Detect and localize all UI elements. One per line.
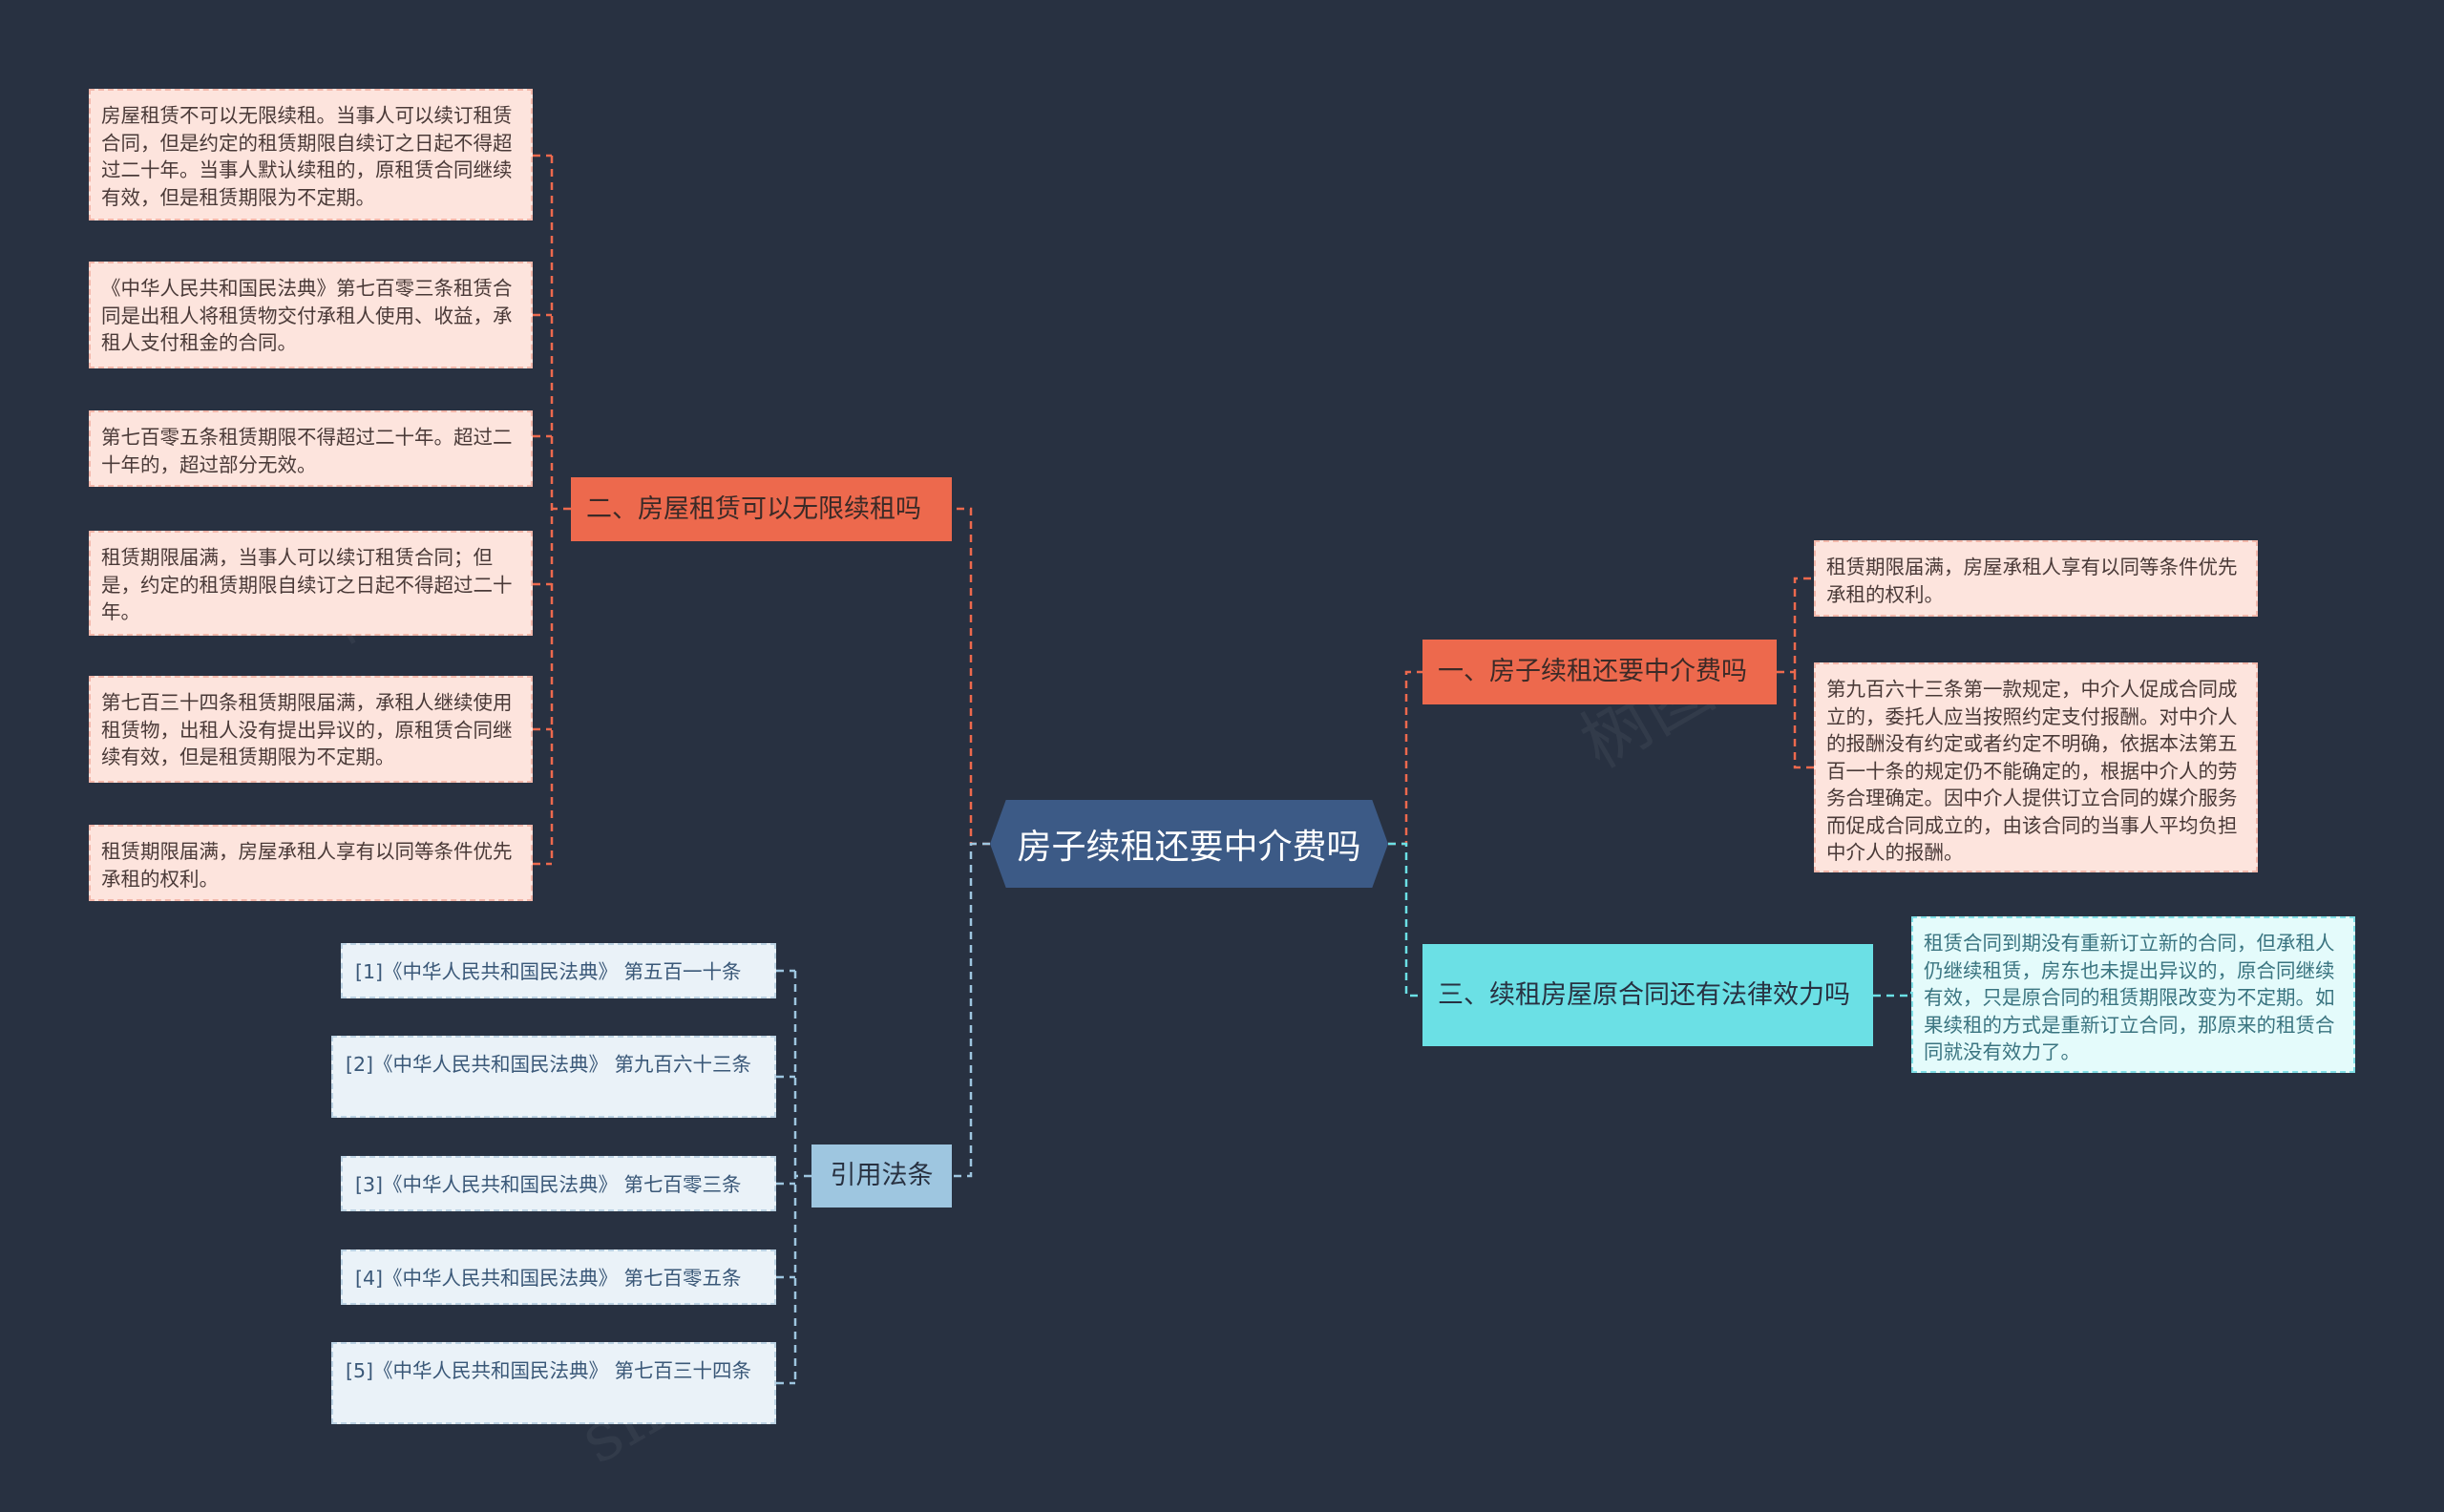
- connector-root-b1: [1388, 670, 1422, 846]
- b2-leaf-1[interactable]: 房屋租赁不可以无限续租。当事人可以续订租赁合同，但是约定的租赁期限自续订之日起不…: [89, 89, 533, 220]
- root-topic[interactable]: 房子续租还要中介费吗: [990, 800, 1388, 888]
- leaf-text: 第九百六十三条第一款规定，中介人促成合同成立的，委托人应当按照约定支付报酬。对中…: [1826, 678, 2238, 864]
- branch-topic-2[interactable]: 二、房屋租赁可以无限续租吗: [571, 477, 952, 541]
- connector-root-b3: [1388, 842, 1422, 998]
- connector-b2: [533, 154, 571, 866]
- leaf-text: 房屋租赁不可以无限续租。当事人可以续订租赁合同，但是约定的租赁期限自续订之日起不…: [101, 104, 513, 209]
- branch-topic-3[interactable]: 三、续租房屋原合同还有法律效力吗: [1422, 944, 1873, 1046]
- leaf-text: 租赁期限届满，当事人可以续订租赁合同；但是，约定的租赁期限自续订之日起不得超过二…: [101, 546, 513, 623]
- leaf-text: 租赁期限届满，房屋承租人享有以同等条件优先承租的权利。: [1826, 556, 2238, 606]
- branch-topic-4-label: 引用法条: [830, 1161, 934, 1190]
- connector-b3: [1873, 991, 1911, 998]
- b2-leaf-5[interactable]: 第七百三十四条租赁期限届满，承租人继续使用租赁物，出租人没有提出异议的，原租赁合…: [89, 676, 533, 783]
- connector-root-b2: [952, 507, 990, 846]
- b4-leaf-3[interactable]: [3]《中华人民共和国民法典》 第七百零三条: [341, 1156, 776, 1211]
- b2-leaf-4[interactable]: 租赁期限届满，当事人可以续订租赁合同；但是，约定的租赁期限自续订之日起不得超过二…: [89, 531, 533, 636]
- b4-leaf-4[interactable]: [4]《中华人民共和国民法典》 第七百零五条: [341, 1250, 776, 1305]
- b2-leaf-3[interactable]: 第七百零五条租赁期限不得超过二十年。超过二十年的，超过部分无效。: [89, 410, 533, 487]
- leaf-text: 《中华人民共和国民法典》第七百零三条租赁合同是出租人将租赁物交付承租人使用、收益…: [101, 277, 513, 354]
- connector-b1: [1777, 577, 1814, 769]
- reference-text: [5]《中华人民共和国民法典》 第七百三十四条: [346, 1359, 752, 1382]
- b1-leaf-2[interactable]: 第九百六十三条第一款规定，中介人促成合同成立的，委托人应当按照约定支付报酬。对中…: [1814, 662, 2258, 872]
- leaf-text: 第七百零五条租赁期限不得超过二十年。超过二十年的，超过部分无效。: [101, 426, 513, 476]
- reference-text: [2]《中华人民共和国民法典》 第九百六十三条: [346, 1053, 752, 1076]
- root-topic-label: 房子续租还要中介费吗: [1017, 828, 1361, 867]
- b2-leaf-2[interactable]: 《中华人民共和国民法典》第七百零三条租赁合同是出租人将租赁物交付承租人使用、收益…: [89, 262, 533, 368]
- reference-text: [4]《中华人民共和国民法典》 第七百零五条: [355, 1267, 742, 1290]
- b3-leaf-1[interactable]: 租赁合同到期没有重新订立新的合同，但承租人仍继续租赁，房东也未提出异议的，原合同…: [1911, 916, 2355, 1073]
- b4-leaf-5[interactable]: [5]《中华人民共和国民法典》 第七百三十四条: [331, 1342, 776, 1424]
- b4-leaf-2[interactable]: [2]《中华人民共和国民法典》 第九百六十三条: [331, 1036, 776, 1118]
- branch-topic-1-label: 一、房子续租还要中介费吗: [1438, 657, 1747, 686]
- leaf-text: 租赁期限届满，房屋承租人享有以同等条件优先承租的权利。: [101, 840, 513, 891]
- branch-topic-4[interactable]: 引用法条: [811, 1144, 952, 1208]
- b1-leaf-1[interactable]: 租赁期限届满，房屋承租人享有以同等条件优先承租的权利。: [1814, 540, 2258, 617]
- branch-topic-2-label: 二、房屋租赁可以无限续租吗: [586, 494, 921, 524]
- connector-b4: [776, 969, 811, 1385]
- leaf-text: 第七百三十四条租赁期限届满，承租人继续使用租赁物，出租人没有提出异议的，原租赁合…: [101, 691, 513, 768]
- branch-topic-1[interactable]: 一、房子续租还要中介费吗: [1422, 640, 1777, 704]
- connector-root-b4: [952, 842, 990, 1178]
- b2-leaf-6[interactable]: 租赁期限届满，房屋承租人享有以同等条件优先承租的权利。: [89, 825, 533, 901]
- branch-topic-3-label: 三、续租房屋原合同还有法律效力吗: [1438, 979, 1850, 1010]
- b4-leaf-1[interactable]: [1]《中华人民共和国民法典》 第五百一十条: [341, 943, 776, 998]
- reference-text: [3]《中华人民共和国民法典》 第七百零三条: [355, 1173, 742, 1196]
- reference-text: [1]《中华人民共和国民法典》 第五百一十条: [355, 960, 742, 983]
- leaf-text: 租赁合同到期没有重新订立新的合同，但承租人仍继续租赁，房东也未提出异议的，原合同…: [1924, 932, 2335, 1063]
